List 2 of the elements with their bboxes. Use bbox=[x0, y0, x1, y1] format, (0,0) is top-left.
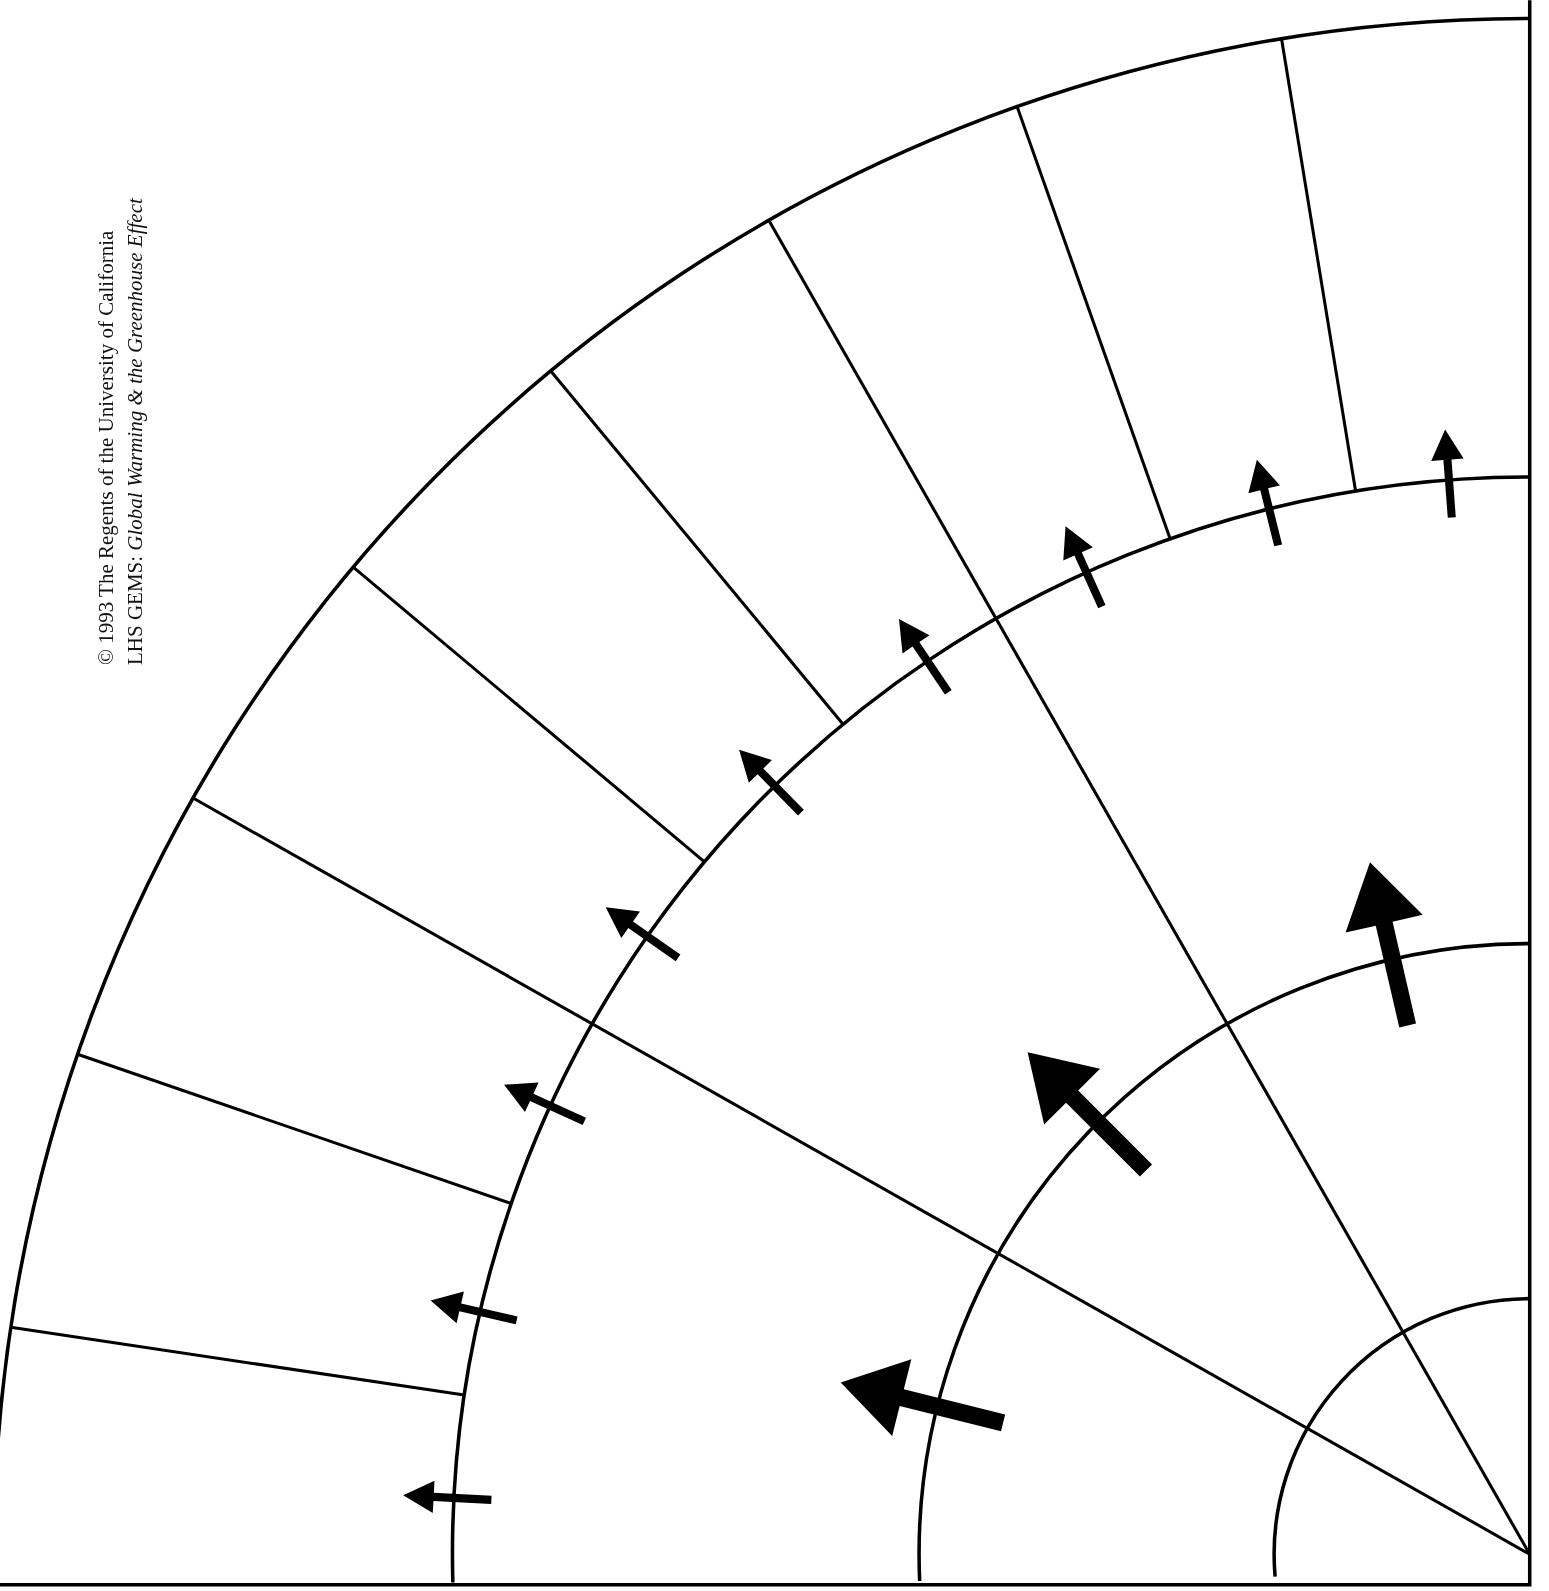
copyright-note: © 1993 The Regents of the University of California bbox=[93, 230, 119, 665]
copyright-note: LHS GEMS: Global Warming & the Greenhouse Effect bbox=[122, 198, 148, 665]
